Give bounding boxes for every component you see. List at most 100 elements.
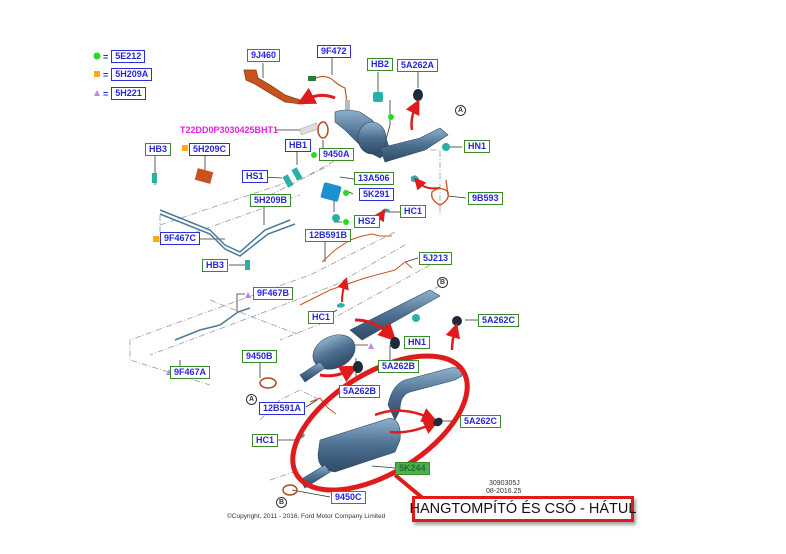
label-hc1-mid[interactable]: HC1	[308, 311, 335, 324]
part-label-magenta[interactable]: T22DD0P3030425BHT1	[180, 125, 279, 135]
diesel-particulate-filter	[299, 289, 441, 383]
legend-orange-square	[94, 71, 100, 77]
green-dot-marker	[343, 190, 349, 196]
green-dot-marker	[311, 152, 317, 158]
legend-code[interactable]: 5E212	[111, 50, 146, 63]
label-hb2[interactable]: HB2	[367, 58, 394, 71]
label-hs2[interactable]: HS2	[354, 215, 380, 228]
gasket-9450c	[282, 484, 298, 496]
fastener-hb3-bottom	[245, 260, 250, 270]
arrow-red	[414, 177, 441, 191]
connector-b-top: B	[437, 277, 448, 288]
isolator-5a262a	[413, 89, 423, 101]
legend-item-5h221: = 5H221	[103, 87, 146, 100]
legend-item-5h209a: = 5H209A	[103, 68, 153, 81]
legend-code[interactable]: 5H209A	[111, 68, 153, 81]
label-5h209b[interactable]: 5H209B	[250, 194, 292, 207]
label-12b591a[interactable]: 12B591A	[259, 402, 306, 415]
label-9f467a[interactable]: 9F467A	[170, 366, 211, 379]
label-hc1-bottom[interactable]: HC1	[252, 434, 279, 447]
label-5k291[interactable]: 5K291	[359, 188, 394, 201]
label-5a262a[interactable]: 5A262A	[397, 59, 439, 72]
connector-b-bottom: B	[276, 497, 287, 508]
arrow-red	[297, 87, 336, 105]
label-5a262c-top[interactable]: 5A262C	[478, 314, 520, 327]
tube-9f467c	[159, 209, 296, 257]
isolator-5a262b-right	[390, 337, 400, 349]
label-hn1-top[interactable]: HN1	[464, 140, 491, 153]
label-9f467c[interactable]: 9F467C	[160, 232, 201, 245]
green-dot-marker	[388, 114, 394, 120]
drawing-date: 08-2016.25	[486, 488, 522, 495]
orange-square-marker	[182, 145, 188, 151]
arrow-red	[319, 365, 358, 383]
isolator-5a262c-bottom	[433, 417, 443, 427]
legend-code[interactable]: 5H221	[111, 87, 146, 100]
label-9j460[interactable]: 9J460	[247, 49, 281, 62]
label-5a262b-right[interactable]: 5A262B	[378, 360, 420, 373]
label-13a506[interactable]: 13A506	[354, 172, 394, 185]
catalytic-converter	[334, 109, 449, 163]
legend-purple-triangle	[94, 90, 100, 96]
orange-square-marker	[153, 236, 159, 242]
clip-13a506	[411, 175, 419, 183]
label-hc1-top[interactable]: HC1	[400, 205, 427, 218]
heat-shield-9j460	[243, 69, 303, 105]
highlight-callout: HANGTOMPÍTÓ ÉS CSŐ - HÁTUL	[410, 496, 636, 522]
clamp-hb2	[373, 92, 383, 102]
fastener-hs1	[282, 174, 294, 188]
sensor-5k291	[320, 182, 342, 202]
highlight-pointer	[393, 473, 427, 502]
clamp-hn1-mid	[412, 314, 420, 322]
legend-equals: =	[103, 69, 109, 80]
label-5a262c-bottom[interactable]: 5A262C	[460, 415, 502, 428]
bracket-5h209c	[194, 168, 214, 184]
arrow-red	[374, 408, 437, 422]
gasket-9450a	[317, 121, 329, 139]
connector-a-top: A	[455, 105, 466, 116]
label-hb3-bottom[interactable]: HB3	[202, 259, 229, 272]
label-9450b[interactable]: 9450B	[242, 350, 277, 363]
arrow-red	[405, 99, 420, 131]
label-hb1[interactable]: HB1	[285, 139, 312, 152]
copyright-text: ©Copyright, 2011 - 2016, Ford Motor Comp…	[227, 513, 386, 520]
clip-hc1-mid	[337, 303, 345, 308]
legend-green-dot	[93, 52, 101, 60]
arrow-red	[445, 322, 461, 351]
fastener-hs2	[332, 214, 340, 222]
label-hn1-mid[interactable]: HN1	[404, 336, 431, 349]
label-5a262b-left[interactable]: 5A262B	[339, 385, 381, 398]
arrow-red	[354, 318, 397, 342]
label-hs1[interactable]: HS1	[242, 170, 268, 183]
purple-triangle-marker	[368, 343, 374, 349]
purple-triangle-marker	[245, 292, 251, 298]
legend-item-5e212: = 5E212	[103, 50, 146, 63]
label-5j213[interactable]: 5J213	[419, 252, 453, 265]
connector-a-bottom: A	[246, 394, 257, 405]
label-9b593[interactable]: 9B593	[468, 192, 503, 205]
label-12b591b[interactable]: 12B591B	[305, 229, 352, 242]
label-9450c[interactable]: 9450C	[331, 491, 366, 504]
fastener-hb3-top	[152, 173, 157, 183]
label-9450a[interactable]: 9450A	[319, 148, 354, 161]
label-9f467b[interactable]: 9F467B	[253, 287, 294, 300]
clamp-hn1	[442, 143, 450, 151]
label-hb3-top[interactable]: HB3	[145, 143, 172, 156]
legend-equals: =	[103, 88, 109, 99]
arrow-red	[337, 277, 349, 303]
rear-pipe	[387, 367, 463, 421]
legend-equals: =	[103, 51, 109, 62]
isolator-5a262b-left	[353, 361, 363, 373]
fastener-hb1	[291, 167, 303, 181]
label-5h209c[interactable]: 5H209C	[189, 143, 231, 156]
label-9f472[interactable]: 9F472	[317, 45, 351, 58]
drawing-number: 3090305J	[489, 480, 520, 487]
sensor-9f472	[308, 75, 350, 114]
green-dot-marker	[343, 219, 349, 225]
label-5k244[interactable]: 5K244	[395, 462, 430, 475]
wire-5j213	[299, 261, 413, 306]
harness-9b593	[431, 179, 449, 206]
sensor-probe	[299, 122, 319, 136]
